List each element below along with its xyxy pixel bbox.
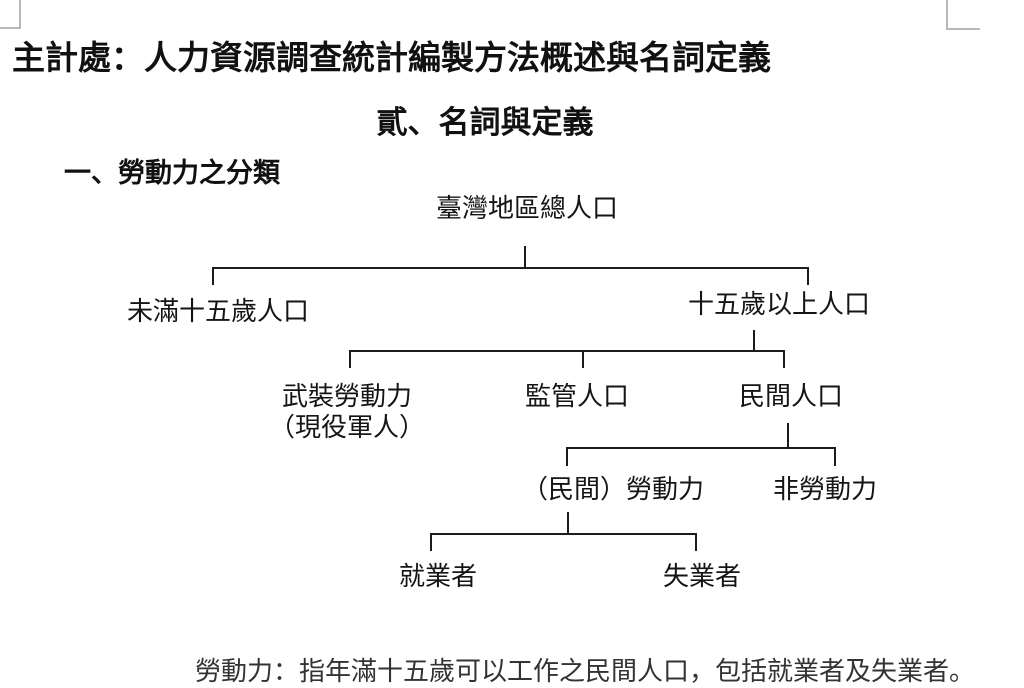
page-margin-mark-top-right — [946, 28, 980, 30]
connector-line — [807, 267, 809, 285]
tree-node-armed-forces: 武裝勞動力 （現役軍人） — [269, 381, 425, 443]
tree-node-institutional-population: 監管人口 — [524, 381, 630, 411]
connector-line — [566, 447, 836, 449]
connector-line — [349, 350, 785, 352]
tree-node-non-labor-force: 非勞動力 — [772, 474, 878, 504]
page-margin-mark-top-left — [0, 27, 21, 29]
document-page: 主計處：人力資源調查統計編製方法概述與名詞定義 貳、名詞與定義 一、勞動力之分類… — [0, 0, 980, 686]
tree-node-armed-forces-line1: 武裝勞動力 — [281, 381, 413, 411]
connector-line — [524, 246, 526, 268]
section-title: 貳、名詞與定義 — [376, 105, 594, 140]
clipped-bottom-paragraph: 勞動力：指年滿十五歲可以工作之民間人口，包括就業者及失業者。 — [195, 656, 976, 686]
connector-line — [212, 267, 809, 269]
connector-line — [212, 267, 214, 285]
connector-line — [695, 533, 697, 551]
connector-line — [430, 533, 432, 551]
connector-line — [753, 330, 755, 351]
connector-line — [834, 447, 836, 466]
connector-line — [567, 512, 569, 534]
labor-force-classification-diagram: 臺灣地區總人口 未滿十五歲人口 十五歲以上人口 武裝勞動力 （現役軍人） 監管人… — [126, 193, 878, 591]
tree-node-employed: 就業者 — [398, 561, 478, 591]
tree-node-under-15-population: 未滿十五歲人口 — [126, 296, 310, 326]
page-margin-mark-top-right — [946, 0, 948, 29]
connector-line — [787, 423, 789, 448]
subsection-heading: 一、勞動力之分類 — [64, 158, 280, 188]
document-title: 主計處：人力資源調查統計編製方法概述與名詞定義 — [12, 39, 771, 76]
tree-node-civilian-labor-force: （民間）勞動力 — [521, 474, 705, 504]
connector-line — [582, 350, 584, 368]
tree-node-over-15-population: 十五歲以上人口 — [687, 289, 871, 319]
connector-line — [349, 350, 351, 368]
tree-node-total-population: 臺灣地區總人口 — [435, 193, 619, 223]
tree-node-armed-forces-line2: （現役軍人） — [268, 412, 426, 442]
tree-node-civilian-population: 民間人口 — [738, 381, 844, 411]
tree-node-unemployed: 失業者 — [662, 561, 742, 591]
page-margin-mark-top-left — [19, 0, 21, 28]
connector-line — [566, 447, 568, 466]
connector-line — [783, 350, 785, 368]
connector-line — [430, 533, 697, 535]
